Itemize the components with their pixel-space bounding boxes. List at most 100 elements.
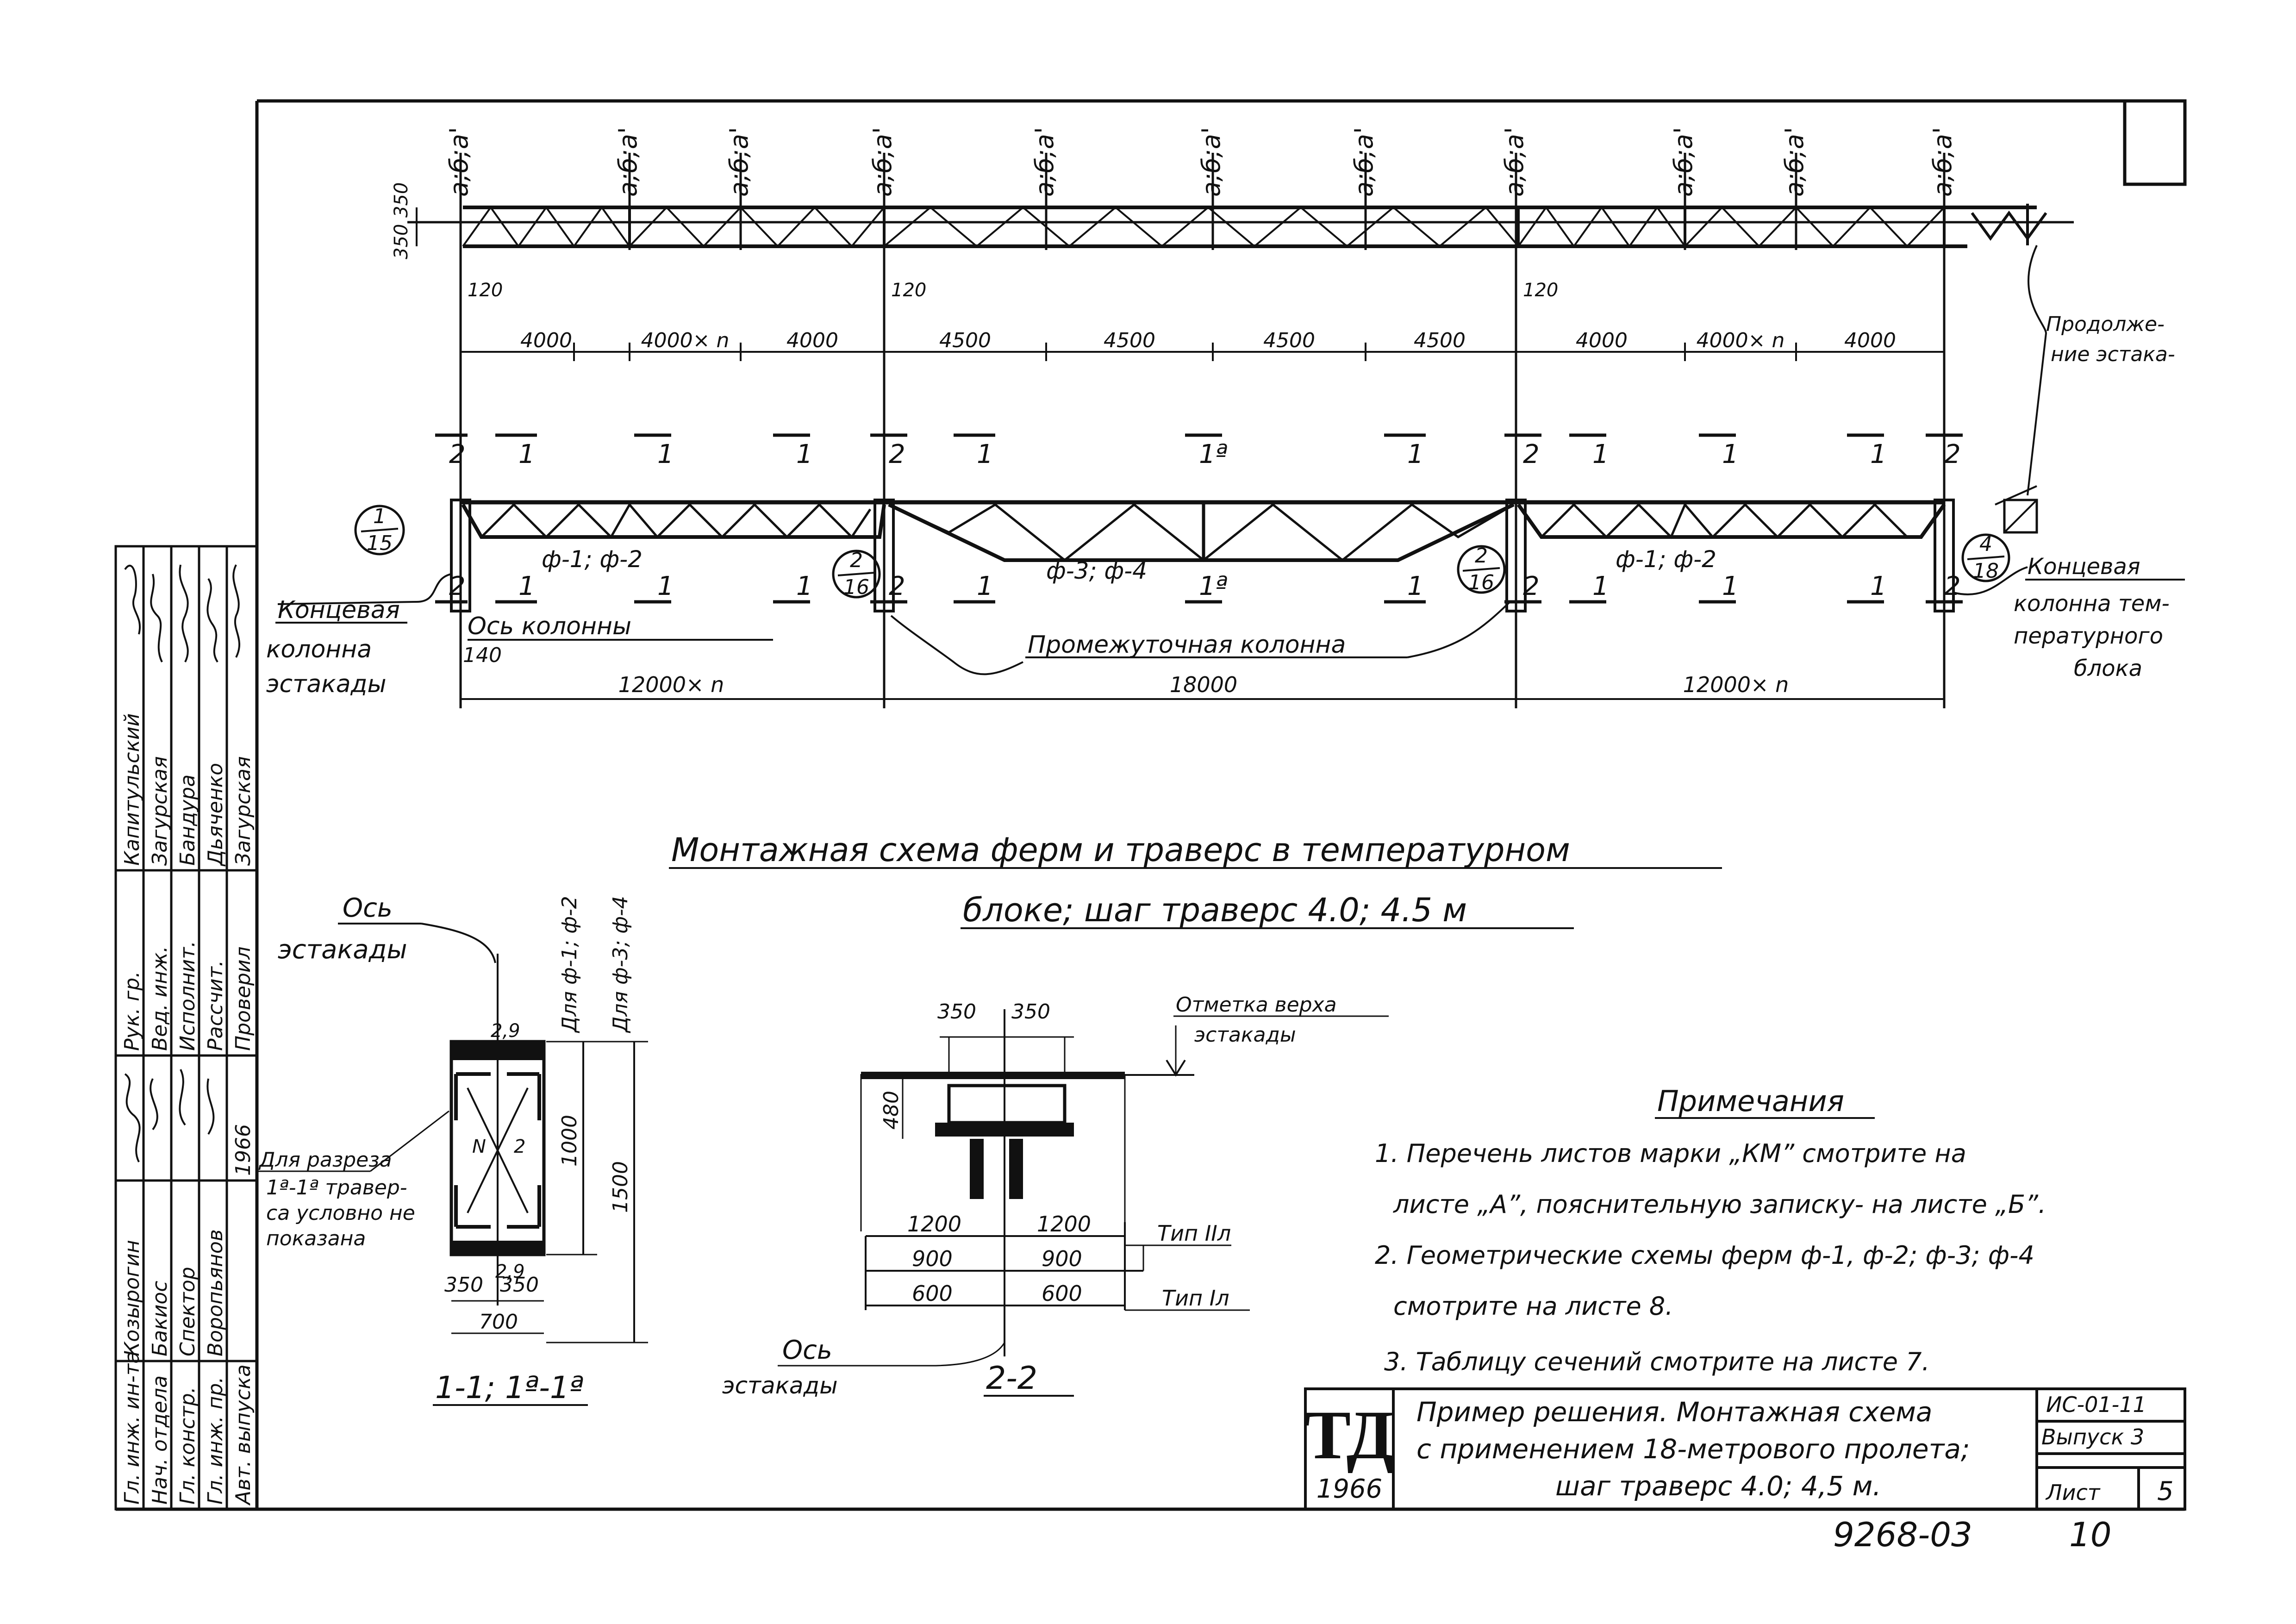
doc-sheet: 10 <box>2069 1515 2112 1554</box>
span-dim: 4000 <box>786 329 838 352</box>
sheet-frame <box>116 99 2187 1511</box>
elevation-view <box>407 204 2074 248</box>
span-dim: 18000 <box>1170 672 1237 697</box>
section-mark: 2 <box>449 571 466 601</box>
stamp-name: Бандура <box>176 775 200 866</box>
title-line: с применением 18-метрового пролета; <box>1416 1433 1970 1465</box>
section-mark: 1 <box>1407 571 1424 601</box>
section2-level-line2: эстакады <box>1194 1023 1296 1047</box>
doc-number: 9268-03 <box>1833 1515 1972 1554</box>
section-mark: 1 <box>796 571 813 601</box>
section1-axis-line2: эстакады <box>278 935 407 965</box>
stamp-name: Дьяченко <box>204 763 227 867</box>
truss-labels: ф-1; ф-2 ф-3; ф-4 ф-1; ф-2 <box>542 546 1716 584</box>
note-line: 1. Перечень листов марки „КМ” смотрите н… <box>1375 1139 1966 1168</box>
approval-stamp: Гл. инж. ин-та Нач. отдела Гл. констр. Г… <box>114 545 258 1511</box>
dim-350-b: 350 <box>391 182 412 218</box>
note-line: листе „А”, пояснительную записку- на лис… <box>1393 1190 2046 1219</box>
main-title: Монтажная схема ферм и траверс в темпера… <box>669 831 1722 929</box>
section-mark: 1 <box>518 439 535 469</box>
offset-120: 120 <box>1523 280 1558 301</box>
series-code: ИС-01-11 <box>2046 1392 2146 1417</box>
section-mark: 2 <box>889 571 905 601</box>
section-mark: 1 <box>657 439 674 469</box>
stamp-role: Гл. инж. пр. <box>204 1377 227 1505</box>
stamp-role: Исполнит. <box>176 941 200 1051</box>
signatures <box>124 564 241 1162</box>
section-mark: 2 <box>1944 571 1961 601</box>
height-dimension: 350 350 <box>391 182 418 259</box>
span-dim: 4000 <box>1576 329 1628 352</box>
note-line: 2. Геометрические схемы ферм ф-1, ф-2; ф… <box>1375 1241 2034 1270</box>
offset-dims: 120 120 120 <box>468 280 1558 301</box>
stamp-role: Авт. выпуска <box>231 1364 255 1506</box>
offset-140: 140 <box>463 643 502 667</box>
section1-b350b: 350 <box>500 1273 539 1297</box>
stamp-role: Рассчит. <box>204 960 227 1051</box>
truss-mark: а;б;а' <box>868 127 897 197</box>
truss-mark: а;б;а' <box>1500 127 1529 197</box>
truss-marks: а;б;а' а;б;а' а;б;а' а;б;а' а;б;а' а;б;а… <box>444 127 1957 197</box>
span-dim: 12000× n <box>618 672 724 697</box>
section-mark: 1 <box>977 571 993 601</box>
section1-for-f12: Для ф-1; ф-2 <box>558 896 581 1033</box>
end-block-line3: пературного <box>2014 623 2163 649</box>
section1-2: 2 <box>514 1136 525 1157</box>
issue-label: Выпуск 3 <box>2041 1424 2144 1449</box>
node-ref: 2 16 <box>1457 544 1506 594</box>
section2-level-line1: Отметка верха <box>1176 993 1337 1017</box>
section-mark: 1 <box>796 439 813 469</box>
span-dim: 4000 <box>1844 329 1896 352</box>
node-ref-den: 16 <box>1468 571 1494 594</box>
section-mark: 2 <box>889 439 905 469</box>
section1-note-line3: са условно не <box>266 1201 415 1225</box>
stamp-role: Вед. инж. <box>148 946 172 1051</box>
section1-note-line1: Для разреза <box>258 1148 392 1172</box>
node-ref-den: 16 <box>843 575 869 599</box>
section2-axis-line1: Ось <box>782 1335 832 1365</box>
notes-block: Примечания 1. Перечень листов марки „КМ”… <box>1375 1084 2046 1376</box>
section-labels-bottom: 2 1 1 1 2 1 1ª 1 2 1 1 1 2 <box>449 571 1961 601</box>
section2-row-left: 900 <box>912 1246 953 1271</box>
stamp-role: Гл. констр. <box>176 1387 200 1505</box>
truss-mark: а;б;а' <box>724 127 754 197</box>
span-dim: 4500 <box>939 329 991 352</box>
column-axis-label: Ось колонны <box>468 612 631 640</box>
section1-b350a: 350 <box>444 1273 483 1297</box>
sheet-label: Лист <box>2045 1480 2101 1505</box>
section-mark: 1 <box>1722 571 1739 601</box>
node-refs: 1 15 2 16 2 16 4 18 <box>354 505 2010 599</box>
end-column-line3: эстакады <box>266 670 387 698</box>
section2-type-2: Тип IIл <box>1157 1221 1231 1246</box>
section-mark: 1 <box>1592 439 1609 469</box>
truss-mark: а;б;а' <box>1669 127 1698 197</box>
section-mark: 1ª <box>1199 571 1228 601</box>
end-column-line2: колонна <box>266 636 372 663</box>
section2-w350a: 350 <box>937 1000 976 1024</box>
stamp-name: Воропьянов <box>204 1229 227 1356</box>
node-ref: 4 18 <box>1961 532 2010 583</box>
section-labels-top: 2 1 1 1 2 1 1ª 1 2 1 1 1 2 <box>449 439 1961 469</box>
offset-120: 120 <box>891 280 926 301</box>
section1-for-f34: Для ф-3; ф-4 <box>609 896 632 1033</box>
node-ref-num: 1 <box>373 505 386 528</box>
main-title-line1: Монтажная схема ферм и траверс в темпера… <box>671 831 1570 869</box>
section-mark: 2 <box>449 439 466 469</box>
td-logo-year: 1966 <box>1316 1474 1383 1504</box>
section-mark: 1 <box>977 439 993 469</box>
section2-caption: 2-2 <box>986 1360 1037 1397</box>
truss-mark: а;б;а' <box>1780 127 1809 197</box>
title-block: ТД 1966 Пример решения. Монтажная схема … <box>1304 1387 2186 1554</box>
truss-label: ф-1; ф-2 <box>542 546 643 573</box>
truss-mark: а;б;а' <box>1349 127 1379 197</box>
note-line: смотрите на листе 8. <box>1393 1292 1673 1321</box>
truss-label: ф-3; ф-4 <box>1046 557 1147 584</box>
stamp-name: Загурская <box>148 756 172 866</box>
section2-row-right: 900 <box>1042 1246 1082 1271</box>
node-ref-num: 2 <box>850 549 863 572</box>
section1-axis-line1: Ось <box>343 893 393 923</box>
node-ref-num: 2 <box>1475 544 1488 568</box>
truss-label: ф-1; ф-2 <box>1616 546 1716 573</box>
plan-callouts: Концевая колонна эстакады Ось колонны Пр… <box>266 554 2185 698</box>
stamp-name: Козырогин <box>120 1240 144 1356</box>
